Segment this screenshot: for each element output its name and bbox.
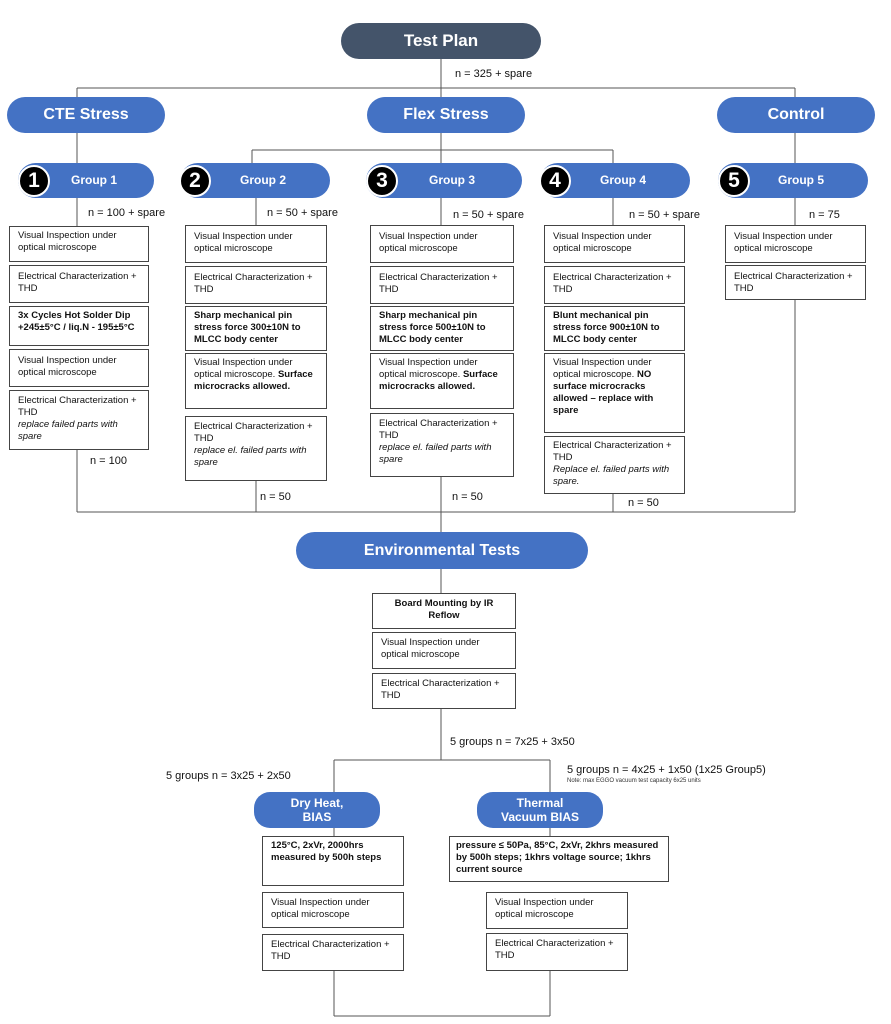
group-5-number-badge: 5 xyxy=(718,165,750,197)
g2-visual-inspection: Visual Inspection under optical microsco… xyxy=(185,225,327,263)
g2-sharp-pin-stress: Sharp mechanical pin stress force 300±10… xyxy=(185,306,327,351)
g3-visual-inspection: Visual Inspection under optical microsco… xyxy=(370,225,514,263)
g4-replace-note: Replace el. failed parts with spare. xyxy=(553,464,670,487)
dry-heat-group-count: 5 groups n = 3x25 + 2x50 xyxy=(166,770,291,782)
g5-visual-inspection: Visual Inspection under optical microsco… xyxy=(725,225,866,263)
g4-electrical-replace: Electrical Characterization + THD Replac… xyxy=(544,436,685,494)
eggo-capacity-note: Note: max EGGO vacuum test capacity 6x25… xyxy=(567,778,701,784)
g4-visual-label: Visual Inspection under optical microsco… xyxy=(553,357,652,380)
g3-electrical-replace: Electrical Characterization + THD replac… xyxy=(370,413,514,477)
g4-no-cracks: NO surface microcracks allowed – replace… xyxy=(553,369,654,416)
group-2-final-count: n = 50 xyxy=(260,491,291,503)
group-1-number-badge: 1 xyxy=(18,165,50,197)
group-4-number-badge: 4 xyxy=(539,165,571,197)
control-category: Control xyxy=(717,97,875,133)
g2-replace-note: replace el. failed parts with spare xyxy=(194,445,307,468)
g1-hot-solder-dip: 3x Cycles Hot Solder Dip +245±5°C / liq.… xyxy=(9,306,149,346)
g3-replace-note: replace el. failed parts with spare xyxy=(379,442,492,465)
g4-electrical: Electrical Characterization + THD xyxy=(544,266,685,304)
thermal-electrical: Electrical Characterization + THD xyxy=(486,933,628,971)
g3-surface-allowed: Surface microcracks allowed. xyxy=(379,369,498,392)
g2-visual-surface: Visual Inspection under optical microsco… xyxy=(185,353,327,409)
thermal-vacuum-conditions: pressure ≤ 50Pa, 85°C, 2xVr, 2khrs measu… xyxy=(449,836,669,882)
group-5-sample-count: n = 75 xyxy=(809,209,840,221)
g2-electrical-label: Electrical Characterization + THD xyxy=(194,421,313,444)
group-2-sample-count: n = 50 + spare xyxy=(267,207,338,219)
g2-surface-allowed: Surface microcracks allowed. xyxy=(194,369,313,392)
group-3-final-count: n = 50 xyxy=(452,491,483,503)
g3-electrical: Electrical Characterization + THD xyxy=(370,266,514,304)
group-4-sample-count: n = 50 + spare xyxy=(629,209,700,221)
g4-electrical-label: Electrical Characterization + THD xyxy=(553,440,672,463)
group-1-sample-count: n = 100 + spare xyxy=(88,207,166,219)
test-plan-title: Test Plan xyxy=(341,23,541,59)
g3-electrical-label: Electrical Characterization + THD xyxy=(379,418,498,441)
g1-visual-inspection-2: Visual Inspection under optical microsco… xyxy=(9,349,149,387)
thermal-visual-inspection: Visual Inspection under optical microsco… xyxy=(486,892,628,929)
env-electrical: Electrical Characterization + THD xyxy=(372,673,516,709)
g1-electrical: Electrical Characterization + THD xyxy=(9,265,149,303)
dry-heat-bias-header: Dry Heat,BIAS xyxy=(254,792,380,828)
dry-heat-visual-inspection: Visual Inspection under optical microsco… xyxy=(262,892,404,928)
g3-sharp-pin-stress: Sharp mechanical pin stress force 500±10… xyxy=(370,306,514,351)
dry-heat-bias-label: BIAS xyxy=(302,810,332,824)
thermal-vacuum-group-count: 5 groups n = 4x25 + 1x50 (1x25 Group5) xyxy=(567,764,766,776)
env-visual-inspection: Visual Inspection under optical microsco… xyxy=(372,632,516,669)
g2-electrical-replace: Electrical Characterization + THD replac… xyxy=(185,416,327,481)
g4-blunt-pin-stress: Blunt mechanical pin stress force 900±10… xyxy=(544,306,685,351)
g3-visual-surface: Visual Inspection under optical microsco… xyxy=(370,353,514,409)
group-2-number-badge: 2 xyxy=(179,165,211,197)
group-3-number-badge: 3 xyxy=(366,165,398,197)
g4-visual-no-cracks: Visual Inspection under optical microsco… xyxy=(544,353,685,433)
group-4-final-count: n = 50 xyxy=(628,497,659,509)
g3-visual-label: Visual Inspection under optical microsco… xyxy=(379,357,478,380)
thermal-vacuum-bias-label: Vacuum BIAS xyxy=(500,810,580,824)
g4-visual-inspection: Visual Inspection under optical microsco… xyxy=(544,225,685,263)
board-mounting-step: Board Mounting by IR Reflow xyxy=(372,593,516,629)
g1-electrical-replace: Electrical Characterization + THD replac… xyxy=(9,390,149,450)
cte-stress-category: CTE Stress xyxy=(7,97,165,133)
dry-heat-electrical: Electrical Characterization + THD xyxy=(262,934,404,971)
env-split-count: 5 groups n = 7x25 + 3x50 xyxy=(450,736,575,748)
group-1-final-count: n = 100 xyxy=(90,455,128,467)
dry-heat-title: Dry Heat, xyxy=(290,795,344,810)
thermal-title: Thermal xyxy=(516,795,564,810)
environmental-tests-header: Environmental Tests xyxy=(296,532,588,569)
flex-stress-category: Flex Stress xyxy=(367,97,525,133)
g1-visual-inspection: Visual Inspection under optical microsco… xyxy=(9,226,149,262)
g1-replace-note: replace failed parts with spare xyxy=(18,419,118,442)
g1-electrical-label: Electrical Characterization + THD xyxy=(18,395,137,418)
dry-heat-conditions: 125°C, 2xVr, 2000hrs measured by 500h st… xyxy=(262,836,404,886)
g2-visual-label: Visual Inspection under optical microsco… xyxy=(194,357,293,380)
g5-electrical: Electrical Characterization + THD xyxy=(725,265,866,300)
total-sample-count: n = 325 + spare xyxy=(455,68,533,80)
group-3-sample-count: n = 50 + spare xyxy=(453,209,524,221)
g2-electrical: Electrical Characterization + THD xyxy=(185,266,327,304)
